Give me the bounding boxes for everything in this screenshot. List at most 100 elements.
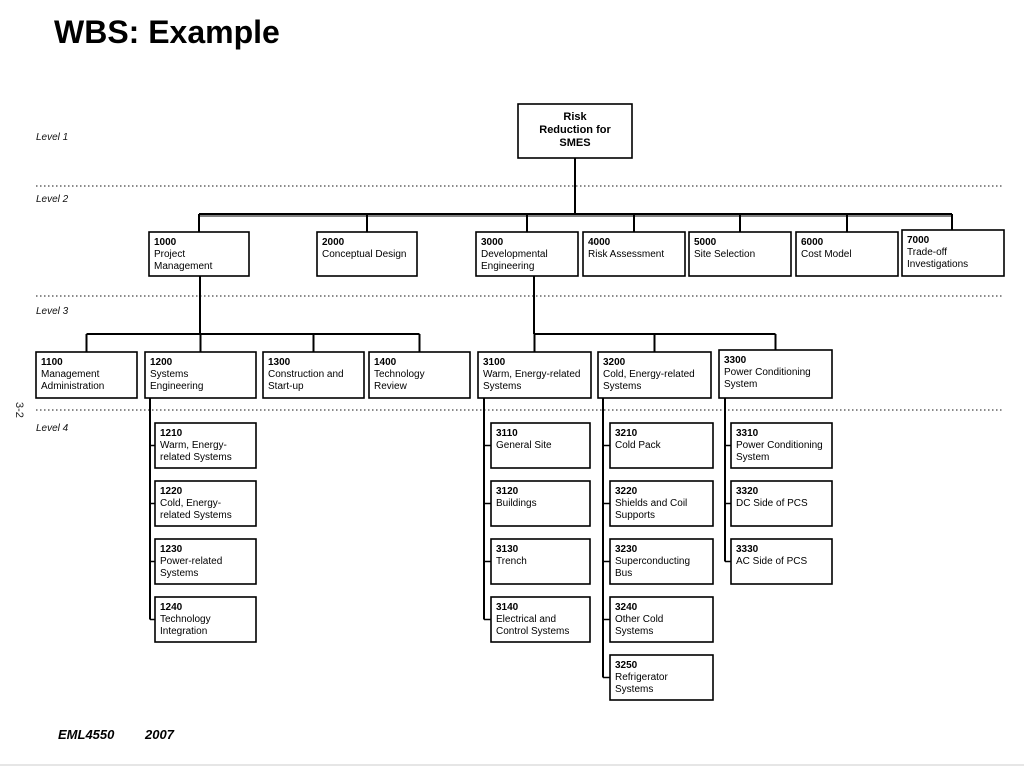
box-label: System — [724, 379, 757, 390]
box-code: 3240 — [615, 602, 638, 613]
box-label: Technology — [160, 614, 211, 625]
box-code: 3320 — [736, 486, 759, 497]
box-code: 3210 — [615, 428, 638, 439]
wbs-root-box-frame — [517, 103, 633, 159]
box-code: 7000 — [907, 235, 930, 246]
box-code: 2000 — [322, 237, 345, 248]
box-label: Systems — [615, 684, 653, 695]
box-code: 5000 — [694, 237, 717, 248]
box-label: Management — [41, 369, 100, 380]
wbs-box-4000-frame — [582, 231, 686, 277]
wbs-box-5000-frame — [688, 231, 792, 277]
wbs-box-3310-frame — [730, 422, 833, 469]
root-line: Reduction for — [539, 124, 611, 136]
box-code: 3100 — [483, 357, 506, 368]
wbs-box-3230-frame — [609, 538, 714, 585]
box-label: Control Systems — [496, 626, 569, 637]
box-label: Engineering — [150, 381, 203, 392]
box-code: 3300 — [724, 355, 747, 366]
box-label: Systems — [160, 568, 198, 579]
box-code: 1200 — [150, 357, 173, 368]
box-label: Power Conditioning — [736, 440, 823, 451]
box-label: DC Side of PCS — [736, 498, 808, 509]
box-label: Cost Model — [801, 249, 852, 260]
box-label: Cold, Energy- — [160, 498, 221, 509]
box-label: Systems — [603, 381, 641, 392]
box-code: 3220 — [615, 486, 638, 497]
box-code: 3000 — [481, 237, 504, 248]
wbs-box-1210-frame — [154, 422, 257, 469]
box-label: Power-related — [160, 556, 222, 567]
wbs-box-3120-frame — [490, 480, 591, 527]
box-label: Cold Pack — [615, 440, 662, 451]
box-code: 3140 — [496, 602, 519, 613]
wbs-box-1240-frame — [154, 596, 257, 643]
box-label: Investigations — [907, 259, 968, 270]
box-label: Integration — [160, 626, 207, 637]
wbs-box-2000-frame — [316, 231, 418, 277]
box-code: 1240 — [160, 602, 183, 613]
box-label: Construction and — [268, 369, 344, 380]
box-label: Management — [154, 261, 213, 272]
box-label: Review — [374, 381, 408, 392]
wbs-box-3200-frame — [597, 351, 712, 399]
wbs-box-3100-frame — [477, 351, 592, 399]
box-code: 1230 — [160, 544, 183, 555]
box-label: AC Side of PCS — [736, 556, 807, 567]
box-label: Systems — [483, 381, 521, 392]
wbs-box-1000-frame — [148, 231, 250, 277]
wbs-box-1220-frame — [154, 480, 257, 527]
box-code: 3110 — [496, 428, 518, 439]
slide-title: WBS: Example — [54, 14, 280, 50]
box-label: General Site — [496, 440, 552, 451]
box-label: Start-up — [268, 381, 304, 392]
box-label: Buildings — [496, 498, 537, 509]
box-label: Administration — [41, 381, 104, 392]
box-label: System — [736, 452, 769, 463]
wbs-box-3000-frame — [475, 231, 579, 277]
wbs-box-3250-frame — [609, 654, 714, 701]
wbs-box-1100-frame — [35, 351, 138, 399]
box-code: 1000 — [154, 237, 177, 248]
wbs-box-3320-frame — [730, 480, 833, 527]
box-label: Cold, Energy-related — [603, 369, 695, 380]
box-code: 1210 — [160, 428, 183, 439]
wbs-box-3130-frame — [490, 538, 591, 585]
wbs-box-1230-frame — [154, 538, 257, 585]
footer-course: EML4550 — [58, 727, 115, 742]
wbs-box-3140-frame — [490, 596, 591, 643]
root-line: Risk — [563, 111, 587, 123]
box-label: related Systems — [160, 510, 232, 521]
wbs-box-1200-frame — [144, 351, 257, 399]
box-code: 1400 — [374, 357, 397, 368]
box-label: Site Selection — [694, 249, 755, 260]
level-label: Level 1 — [36, 132, 68, 143]
box-code: 3200 — [603, 357, 626, 368]
root-line: SMES — [559, 137, 590, 149]
box-label: Risk Assessment — [588, 249, 664, 260]
wbs-box-3240-frame — [609, 596, 714, 643]
box-code: 3250 — [615, 660, 638, 671]
box-label: Technology — [374, 369, 425, 380]
level-label: Level 2 — [36, 194, 69, 205]
box-label: Warm, Energy- — [160, 440, 227, 451]
level-label: Level 3 — [36, 306, 69, 317]
